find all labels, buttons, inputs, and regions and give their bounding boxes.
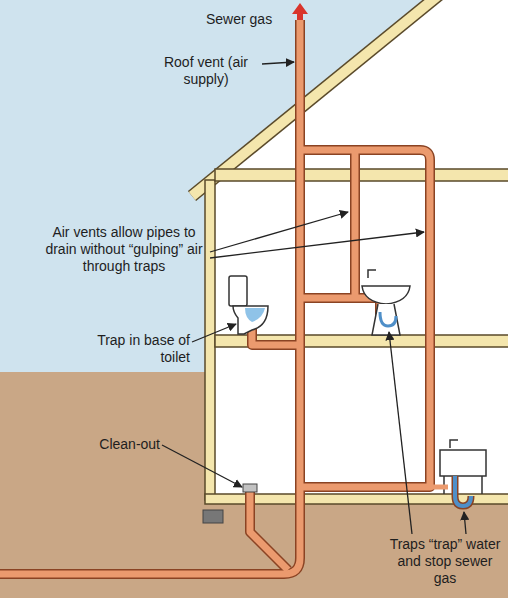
pipe <box>0 20 430 574</box>
pipe-outline <box>0 20 430 574</box>
wall <box>205 180 215 500</box>
house-interior <box>215 0 508 495</box>
cleanout-cap <box>243 484 257 492</box>
callout-label: Trap in base of toilet <box>84 332 190 366</box>
sink <box>362 270 410 335</box>
gas-label: Sewer gas <box>206 11 296 28</box>
floor-beam <box>215 169 508 181</box>
callout-label: Traps “trap” water and stop sewer gas <box>386 536 504 587</box>
callout-label: Air vents allow pipes to drain without “… <box>42 224 206 275</box>
laundry-tub <box>430 440 486 506</box>
gas-arrow <box>292 3 308 20</box>
toilet <box>229 276 268 334</box>
roof <box>192 0 440 196</box>
roof <box>192 0 440 196</box>
leader-line <box>162 62 466 534</box>
vent-label: Roof vent (air supply) <box>152 54 260 88</box>
callout-label: Clean-out <box>80 436 160 453</box>
footing <box>203 510 223 523</box>
